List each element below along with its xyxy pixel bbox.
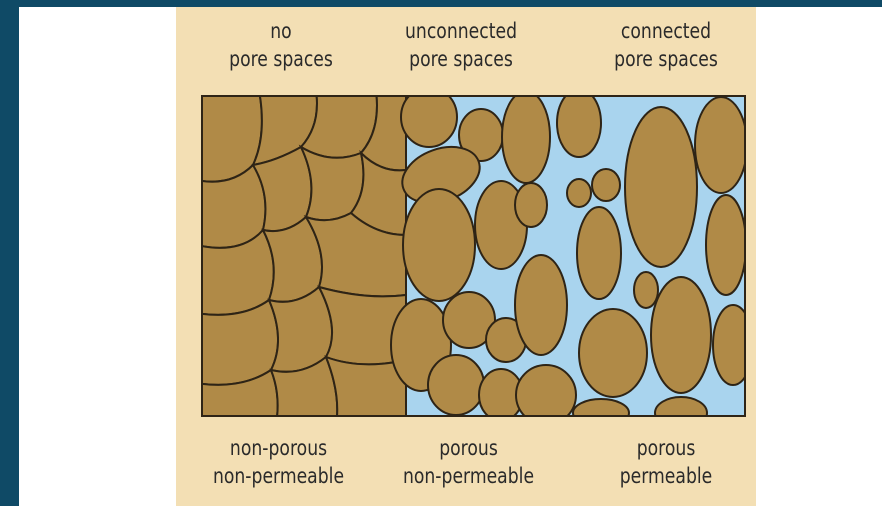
grain: [577, 207, 621, 299]
grain: [516, 365, 576, 417]
label-porous-non-permeable: porous non-permeable: [397, 434, 541, 490]
grain: [592, 169, 620, 201]
label-line: non-permeable: [207, 462, 351, 490]
label-non-porous-non-permeable: non-porous non-permeable: [207, 434, 351, 490]
grain: [579, 309, 647, 397]
grain: [403, 189, 475, 301]
grain: [651, 277, 711, 393]
grain: [625, 107, 697, 267]
grain-svg: [201, 95, 746, 417]
label-line: permeable: [605, 462, 728, 490]
grain: [634, 272, 658, 308]
label-unconnected-pore-spaces: unconnected pore spaces: [391, 17, 530, 73]
grain: [567, 179, 591, 207]
label-connected-pore-spaces: connected pore spaces: [596, 17, 735, 73]
slide: no pore spaces unconnected pore spaces c…: [19, 7, 882, 506]
label-line: porous: [605, 434, 728, 462]
grain: [557, 95, 601, 157]
grain: [706, 195, 746, 295]
grain: [515, 183, 547, 227]
label-porous-permeable: porous permeable: [605, 434, 728, 490]
label-line: unconnected: [391, 17, 530, 45]
label-line: porous: [397, 434, 541, 462]
label-line: no: [220, 17, 343, 45]
label-line: pore spaces: [220, 45, 343, 73]
label-line: connected: [596, 17, 735, 45]
grain-cross-section: [201, 95, 746, 417]
label-line: pore spaces: [391, 45, 530, 73]
label-line: pore spaces: [596, 45, 735, 73]
label-no-pore-spaces: no pore spaces: [220, 17, 343, 73]
porosity-permeability-diagram: no pore spaces unconnected pore spaces c…: [176, 7, 756, 506]
grain: [502, 95, 550, 183]
grain: [713, 305, 746, 385]
grain: [428, 355, 484, 415]
grain: [695, 97, 746, 193]
grain: [515, 255, 567, 355]
label-line: non-porous: [207, 434, 351, 462]
grain: [401, 95, 457, 147]
label-line: non-permeable: [397, 462, 541, 490]
